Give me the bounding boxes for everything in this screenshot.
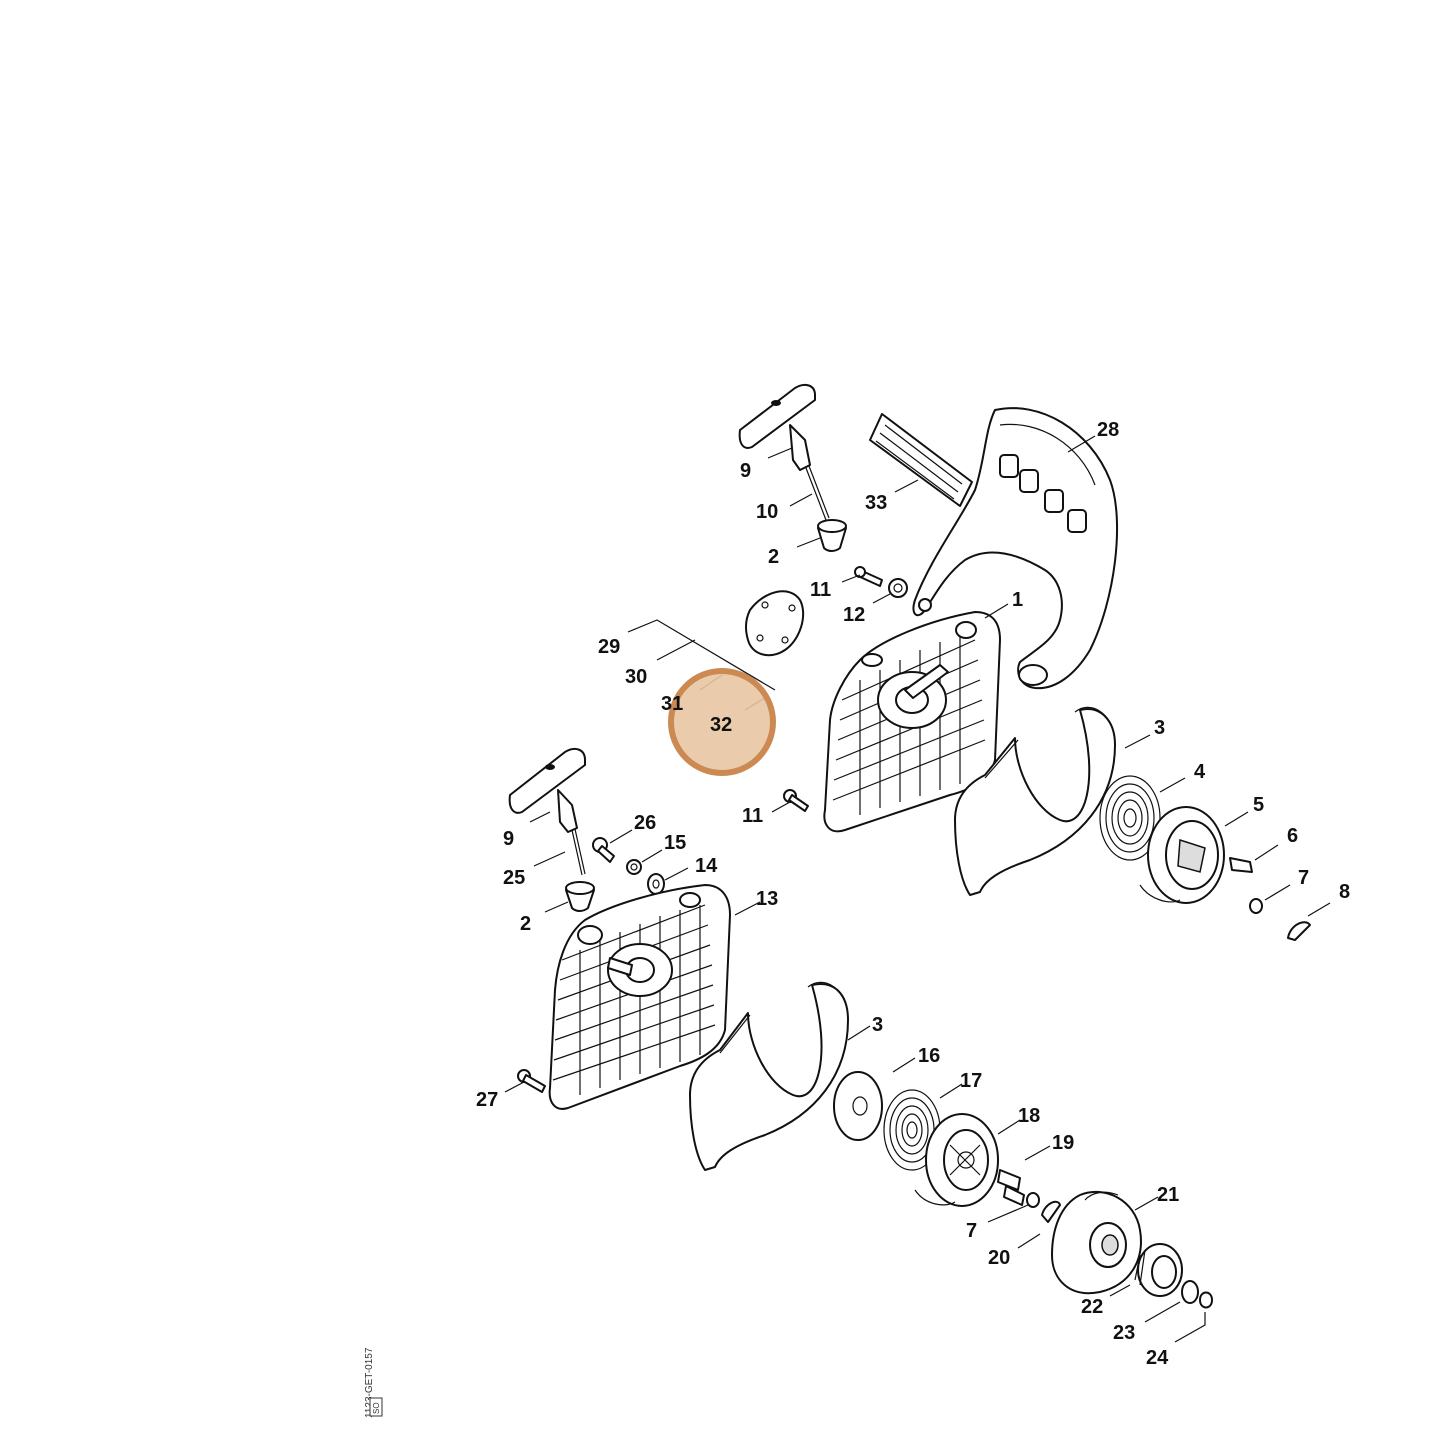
part-16-disc [833, 1071, 883, 1141]
part-7-spring-top [1249, 898, 1263, 914]
part-20-clip [1041, 1200, 1061, 1223]
label-17: 17 [960, 1070, 982, 1092]
label-5: 5 [1253, 794, 1264, 816]
label-11: 11 [810, 579, 831, 601]
part-25-rope [571, 829, 583, 876]
part-9-starter-grip-lower [508, 747, 586, 833]
label-31: 31 [661, 693, 683, 715]
label-7: 7 [1298, 867, 1309, 889]
label-2-lower: 2 [520, 913, 531, 935]
corner-box: SO [369, 1397, 383, 1417]
part-18-rope-rotor [914, 1113, 999, 1207]
label-4: 4 [1194, 761, 1206, 783]
part-5-rope-rotor [1139, 806, 1225, 904]
part-19-pawl [997, 1169, 1021, 1191]
label-9: 9 [740, 460, 751, 482]
label-27: 27 [476, 1089, 498, 1111]
label-32: 32 [710, 714, 732, 736]
part-3-shroud-lower [689, 981, 849, 1171]
corner-reference: 1123-GET-0157 [364, 1347, 375, 1418]
part-11-screw-top [854, 566, 883, 587]
label-3: 3 [1154, 717, 1165, 739]
label-12: 12 [843, 604, 865, 626]
label-7-lower: 7 [966, 1220, 977, 1242]
label-14: 14 [695, 855, 718, 877]
label-25: 25 [503, 867, 525, 889]
part-7-spring-lower [1026, 1192, 1040, 1208]
part-2-rope-guide-lower [565, 881, 595, 912]
part-26-screw [592, 837, 615, 863]
label-22: 22 [1081, 1296, 1103, 1318]
corner-code-text: 1123-GET-0157 [364, 1347, 375, 1418]
part-28-hand-guard [912, 407, 1118, 690]
part-labels: 28 9 10 33 2 11 12 1 29 30 31 32 3 4 5 6… [476, 419, 1350, 1369]
label-2: 2 [768, 546, 779, 568]
part-15-nut [626, 859, 642, 875]
part-23-washer [1181, 1280, 1199, 1304]
label-11-mid: 11 [742, 805, 763, 827]
label-26: 26 [634, 812, 656, 834]
label-20: 20 [988, 1247, 1010, 1269]
label-28: 28 [1097, 419, 1119, 441]
part-24-circlip [1199, 1291, 1213, 1309]
part-4-rewind-spring [1099, 775, 1161, 861]
label-23: 23 [1113, 1322, 1135, 1344]
label-16: 16 [918, 1045, 940, 1067]
part-21-cover [1051, 1190, 1142, 1295]
label-19: 19 [1052, 1132, 1074, 1154]
part-6-pawl [1229, 857, 1253, 873]
label-8: 8 [1339, 881, 1350, 903]
label-30: 30 [625, 666, 647, 688]
part-2-rope-guide-top [817, 519, 847, 552]
label-24: 24 [1146, 1347, 1169, 1369]
label-18: 18 [1018, 1105, 1040, 1127]
part-8-clip [1287, 921, 1311, 941]
corner-box-text: SO [372, 1402, 381, 1414]
label-21: 21 [1157, 1184, 1179, 1206]
part-11-screw-mid [783, 789, 809, 812]
label-15: 15 [664, 832, 686, 854]
part-14-washer [647, 873, 665, 895]
label-9-lower: 9 [503, 828, 514, 850]
part-27-screw [517, 1069, 546, 1093]
part-33-plate [869, 413, 973, 507]
part-12-nut [888, 578, 908, 598]
label-1: 1 [1012, 589, 1023, 611]
part-10-rope [805, 467, 827, 521]
label-29: 29 [598, 636, 620, 658]
part-22-hub [1134, 1243, 1183, 1297]
part-30-cover-plate [744, 590, 805, 657]
highlight-circle-32[interactable] [668, 668, 776, 776]
part-9-starter-grip-top [738, 383, 816, 471]
part-13-fan-housing-lower [548, 884, 731, 1110]
label-3-lower: 3 [872, 1014, 883, 1036]
label-6: 6 [1287, 825, 1298, 847]
label-33: 33 [865, 492, 887, 514]
label-13: 13 [756, 888, 778, 910]
label-10: 10 [756, 501, 778, 523]
part-3-shroud-top [954, 706, 1116, 896]
